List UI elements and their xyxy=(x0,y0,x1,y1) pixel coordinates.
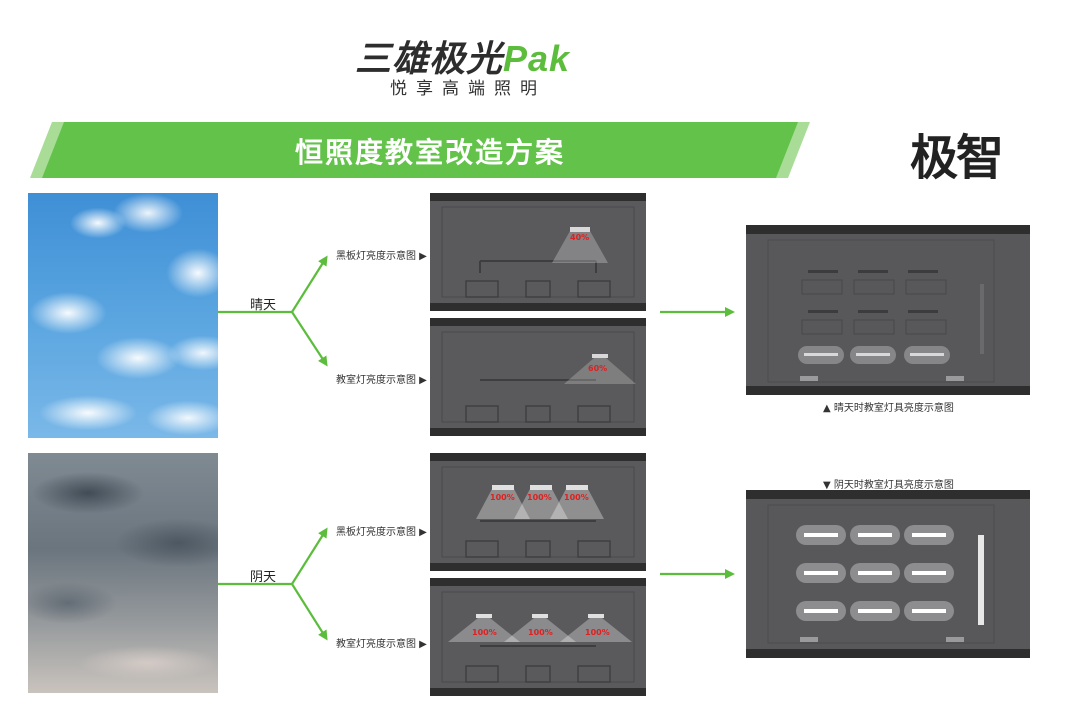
classroom-plan xyxy=(767,504,995,644)
cloudy-classroom-label: 教室灯亮度示意图 ▶ xyxy=(336,639,427,650)
sunny-blackboard-label: 黑板灯亮度示意图 ▶ xyxy=(336,251,427,262)
cloudy-plan-caption: ▼ 阴天时教室灯具亮度示意图 xyxy=(823,480,954,491)
logo-brand-en: Pak xyxy=(503,38,571,79)
cloudy-blackboard-value-2: 100% xyxy=(527,493,552,502)
sunny-classroom-value-3: 60% xyxy=(588,364,608,373)
classroom-elevation xyxy=(441,591,635,683)
sunny-plan-diagram xyxy=(746,225,1030,395)
brand-mark: 极智 xyxy=(910,130,1004,186)
cloudy-label: 阴天 xyxy=(250,570,277,585)
sunny-blackboard-diagram: 40% xyxy=(430,193,646,311)
cloudy-blackboard-label: 黑板灯亮度示意图 ▶ xyxy=(336,527,427,538)
logo-brand-cn: 三雄极光 xyxy=(355,39,504,80)
sunny-sky-photo xyxy=(28,193,218,438)
cloudy-classroom-value-1: 100% xyxy=(472,628,497,637)
brand-logo: 三雄极光Pak xyxy=(355,30,570,82)
cloudy-sky-photo xyxy=(28,453,218,693)
classroom-plan xyxy=(767,239,995,383)
cloudy-classroom-diagram: 100% 100% 100% xyxy=(430,578,646,696)
sunny-classroom-diagram: 60% xyxy=(430,318,646,436)
cloudy-classroom-value-2: 100% xyxy=(528,628,553,637)
title-banner xyxy=(30,122,810,178)
sunny-blackboard-value-3: 40% xyxy=(570,233,590,242)
cloudy-classroom-value-3: 100% xyxy=(585,628,610,637)
classroom-elevation xyxy=(441,331,636,423)
classroom-elevation xyxy=(441,466,635,558)
sunny-plan-caption: ▲ 晴天时教室灯具亮度示意图 xyxy=(823,403,954,414)
classroom-elevation xyxy=(441,206,635,298)
sunny-classroom-label: 教室灯亮度示意图 ▶ xyxy=(336,375,427,386)
cloudy-blackboard-diagram: 100% 100% 100% xyxy=(430,453,646,571)
cloudy-blackboard-value-1: 100% xyxy=(490,493,515,502)
cloudy-plan-diagram xyxy=(746,490,1030,658)
page-title: 恒照度教室改造方案 xyxy=(294,136,565,169)
logo-tagline: 悦享高端照明 xyxy=(390,79,546,99)
sunny-label: 晴天 xyxy=(250,298,277,313)
cloudy-blackboard-value-3: 100% xyxy=(564,493,589,502)
